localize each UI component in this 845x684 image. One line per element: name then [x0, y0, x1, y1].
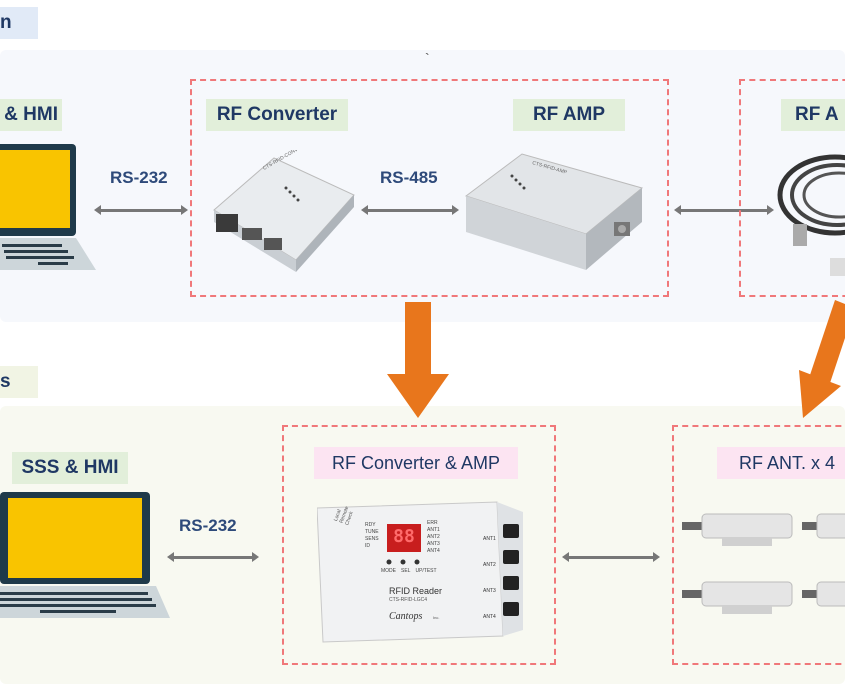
reader-title: RFID Reader: [389, 586, 443, 596]
rf-converter-amp-label: RF Converter & AMP: [314, 447, 518, 479]
stray-mark: `: [425, 50, 430, 66]
bottom-section-title-text: s: [0, 371, 11, 392]
status-label: SENS: [365, 536, 379, 542]
antenna-3: [682, 581, 793, 614]
top-link2-arrow: [361, 205, 459, 215]
reader-ports: ANT1 ANT2 ANT3 ANT4: [483, 526, 496, 630]
reader-status-labels: RDY TUNE SENS ID: [365, 522, 379, 550]
top-rf-converter-label: RF Converter: [206, 99, 348, 131]
ant-label: ANT1: [427, 527, 440, 533]
top-rf-ant-label: RF A: [781, 99, 845, 131]
bottom-converter-amp-group: [282, 425, 556, 665]
ant-label: ANT4: [427, 548, 440, 554]
top-link3-arrow: [674, 205, 774, 215]
reader-button-label: MODE: [381, 568, 396, 574]
rf-amp-device-image: CTS-RFID-AMP: [464, 153, 644, 270]
top-link2-label: RS-485: [380, 168, 438, 187]
reader-model: CTS-RFID-LGC4: [389, 597, 428, 603]
reader-ant-labels: ERR ANT1 ANT2 ANT3 ANT4: [427, 520, 440, 555]
port-label: ANT4: [483, 614, 496, 620]
top-section-background: [0, 50, 845, 322]
ant-label: ANT2: [427, 534, 440, 540]
antenna-4: [802, 581, 845, 607]
reader-display: 88: [393, 526, 415, 547]
top-sss-hmi-label: & HMI: [0, 99, 62, 131]
ant-label: ANT3: [427, 541, 440, 547]
reader-brand: Cantops: [389, 611, 423, 622]
top-antenna-group: [739, 79, 845, 297]
antenna-1: [682, 513, 793, 546]
bottom-link1-arrow: [167, 552, 259, 562]
top-converter-group: [190, 79, 669, 297]
rf-ant-x4-label: RF ANT. x 4: [717, 447, 845, 479]
ant-label: ERR: [427, 520, 438, 526]
rf-antenna-cable-image: [777, 154, 845, 276]
down-arrow-icon: [387, 302, 449, 418]
rfid-reader-body: [317, 501, 523, 643]
reader-brand-sub: Inc.: [433, 615, 440, 620]
status-label: RDY: [365, 522, 376, 528]
reader-button-label: UP/TEST: [415, 568, 437, 574]
bottom-laptop-icon: [0, 492, 170, 618]
top-link1-label: RS-232: [110, 168, 168, 187]
rfid-reader-device: 88 Local Remote Check RDY TUNE SENS ID E…: [317, 498, 523, 646]
top-section-title-text: n: [0, 12, 12, 33]
port-label: ANT2: [483, 562, 496, 568]
antenna-2: [802, 513, 845, 539]
top-laptop-icon: [0, 144, 96, 270]
bottom-antenna-group: [672, 425, 845, 665]
top-link1-arrow: [94, 205, 188, 215]
port-label: ANT3: [483, 588, 496, 594]
bottom-link1-label: RS-232: [179, 516, 237, 535]
bottom-section-title: s: [0, 366, 38, 398]
status-label: TUNE: [365, 529, 379, 535]
rf-antenna-array-image: [682, 513, 845, 614]
bottom-sss-hmi-label: SSS & HMI: [12, 452, 128, 484]
port-label: ANT1: [483, 536, 496, 542]
status-label: ID: [365, 543, 370, 549]
top-rf-amp-label: RF AMP: [513, 99, 625, 131]
reader-buttons: MODE SEL UP/TEST: [381, 568, 437, 574]
bottom-link2-arrow: [562, 552, 660, 562]
rf-converter-device-image: CTS-RFID-CONV: [213, 150, 355, 272]
diagonal-arrow-icon: [799, 300, 845, 418]
top-section-title: n: [0, 7, 38, 39]
reader-button-label: SEL: [401, 568, 411, 574]
